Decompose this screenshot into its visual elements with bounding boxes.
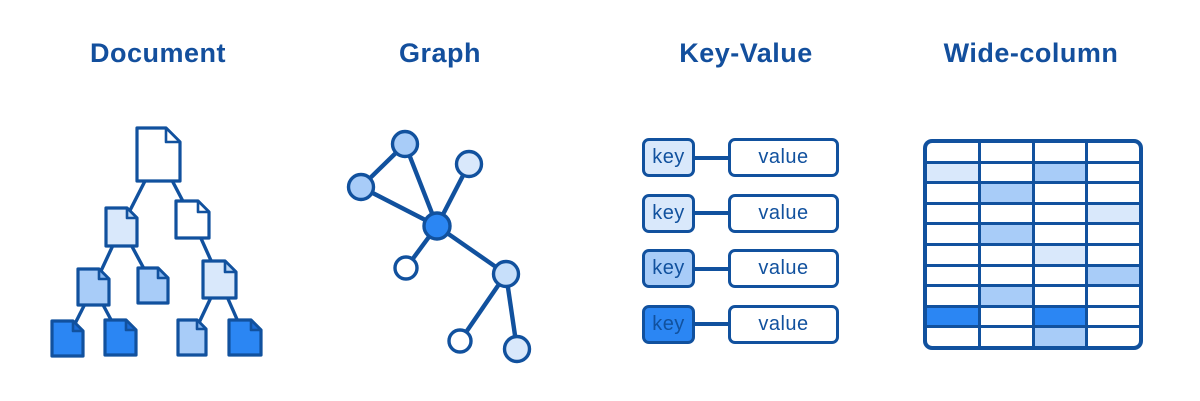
graph-node [502, 334, 532, 364]
graph-node [346, 172, 376, 202]
document-fold-icon [223, 259, 238, 274]
table-cell [1034, 163, 1086, 182]
graph-network-diagram [346, 129, 532, 364]
table-cell [927, 266, 978, 285]
table-cell [927, 163, 978, 182]
table-cell [1034, 225, 1086, 243]
tree-document-node [176, 318, 208, 357]
key-value-connector [695, 322, 728, 326]
key-value-connector [695, 155, 728, 160]
table-cell [1088, 328, 1139, 346]
document-fold-icon [196, 199, 211, 214]
value-box: value [728, 138, 839, 177]
table-cell [1034, 307, 1086, 326]
table-cell [980, 246, 1032, 264]
tree-document-node [136, 266, 170, 305]
table-cell [927, 225, 978, 243]
document-fold-icon [164, 126, 182, 144]
document-fold-icon [124, 318, 138, 332]
tree-document-node [227, 318, 263, 357]
table-cell [1088, 163, 1139, 182]
table-cell [1088, 184, 1139, 202]
graph-heading: Graph [398, 38, 482, 68]
graph-node [454, 149, 484, 179]
table-cell [1088, 225, 1139, 243]
wide-column-table [923, 139, 1143, 350]
tree-document-node [174, 199, 211, 240]
document-fold-icon [71, 319, 85, 333]
key-value-diagram: key value key value key value key value [642, 138, 839, 344]
tree-document-node [50, 319, 85, 358]
tree-document-node [103, 318, 138, 357]
key-value-row: key value [642, 193, 839, 233]
table-cell [927, 328, 978, 346]
value-box: value [728, 304, 839, 344]
key-box: key [642, 249, 695, 288]
table-cell [980, 184, 1032, 202]
document-fold-icon [97, 267, 111, 281]
document-fold-icon [156, 266, 170, 280]
table-cell [1034, 143, 1086, 161]
table-cell [1088, 246, 1139, 264]
document-fold-icon [195, 318, 208, 331]
table-cell [1034, 328, 1086, 346]
table-cell [980, 204, 1032, 223]
table-cell [980, 307, 1032, 326]
graph-node [447, 328, 473, 354]
table-cell [927, 307, 978, 326]
table-cell [1034, 287, 1086, 305]
table-cell [1088, 307, 1139, 326]
table-cell [980, 163, 1032, 182]
table-cell [980, 225, 1032, 243]
table-cell [980, 287, 1032, 305]
document-fold-icon [125, 206, 139, 220]
table-cell [980, 143, 1032, 161]
table-cell [927, 184, 978, 202]
key-value-row: key value [642, 304, 839, 344]
table-cell [1088, 266, 1139, 285]
key-box: key [642, 193, 695, 233]
key-value-connector [695, 211, 728, 215]
graph-node [390, 129, 420, 159]
document-fold-icon [249, 318, 263, 332]
value-box: value [728, 249, 839, 288]
table-cell [1034, 246, 1086, 264]
table-cell [980, 266, 1032, 285]
key-value-connector [695, 266, 728, 271]
key-value-heading: Key-Value [679, 38, 813, 68]
graph-node [393, 255, 419, 281]
table-cell [927, 246, 978, 264]
table-cell [980, 328, 1032, 346]
table-cell [1034, 204, 1086, 223]
table-cell [1088, 143, 1139, 161]
key-box: key [642, 304, 695, 344]
table-cell [1034, 266, 1086, 285]
tree-document-node [135, 126, 182, 183]
tree-document-node [104, 206, 139, 248]
graph-node [491, 259, 521, 289]
table-cell [927, 287, 978, 305]
table-cell [1034, 184, 1086, 202]
key-value-row: key value [642, 138, 839, 177]
tree-document-node [201, 259, 238, 300]
key-value-row: key value [642, 249, 839, 288]
key-box: key [642, 138, 695, 177]
table-cell [927, 204, 978, 223]
document-tree-diagram [50, 126, 263, 358]
document-heading: Document [89, 38, 227, 68]
table-cell [927, 143, 978, 161]
wide-column-heading: Wide-column [943, 38, 1119, 68]
value-box: value [728, 193, 839, 233]
graph-node [422, 211, 452, 241]
tree-document-node [76, 267, 111, 307]
table-cell [1088, 204, 1139, 223]
table-cell [1088, 287, 1139, 305]
